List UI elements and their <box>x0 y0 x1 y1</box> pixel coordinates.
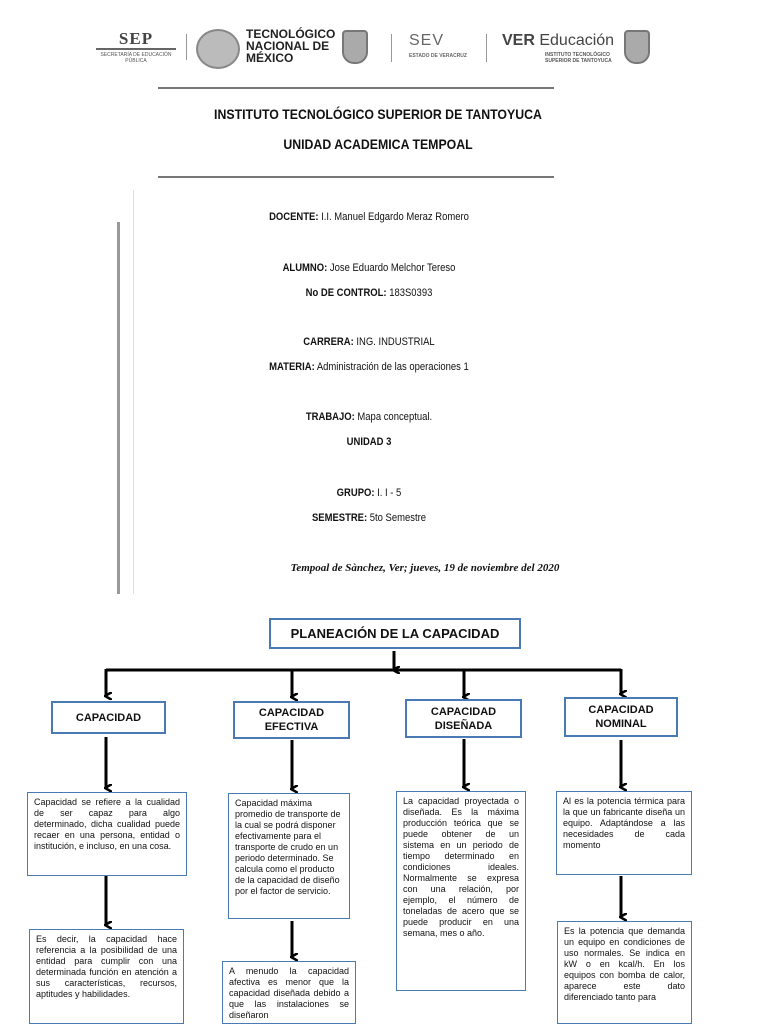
map-title-box: PLANEACIÓN DE LA CAPACIDAD <box>269 618 521 649</box>
tecnm-logo: TECNOLÓGICO NACIONAL DE MÉXICO <box>246 28 335 64</box>
semestre-label: SEMESTRE: <box>311 512 368 524</box>
itst-line-2: SUPERIOR DE TANTOYUCA <box>545 58 612 64</box>
sep-logo-text: SEP <box>96 30 176 50</box>
sep-logo: SEP SECRETARÍA DE EDUCACIÓN PÚBLICA <box>96 30 176 64</box>
docente-label: DOCENTE: <box>269 211 319 223</box>
unit-title: UNIDAD ACADEMICA TEMPOAL <box>283 136 473 152</box>
place-date: Tempoal de Sànchez, Ver; jueves, 19 de n… <box>290 562 560 574</box>
concept-capacidad-nominal: CAPACIDAD NOMINAL <box>564 697 678 737</box>
capacidad-disenada-description: La capacidad proyectada o diseñada. Es l… <box>396 791 526 991</box>
capacidad-note: Es decir, la capacidad hace referencia a… <box>29 929 184 1024</box>
alumno-value: Jose Eduardo Melchor Tereso <box>327 262 456 274</box>
materia-line: MATERIA: Administración de las operacion… <box>52 361 687 373</box>
capacidad-description: Capacidad se refiere a la cualidad de se… <box>27 792 187 876</box>
ver-educacion-logo: VER Educación INSTITUTO TECNOLÓGICO SUPE… <box>502 32 614 64</box>
control-line: No DE CONTROL: 183S0393 <box>52 287 687 299</box>
concept-capacidad: CAPACIDAD <box>51 701 166 734</box>
concept-capacidad-disenada: CAPACIDAD DISEÑADA <box>405 699 522 738</box>
capacidad-efectiva-description: Capacidad máxima promedio de transporte … <box>228 793 350 919</box>
sep-logo-subtitle: SECRETARÍA DE EDUCACIÓN PÚBLICA <box>100 52 172 64</box>
carrera-line: CARRERA: ING. INDUSTRIAL <box>52 336 687 348</box>
capacidad-nominal-description: Al es la potencia térmica para la que un… <box>556 791 692 875</box>
unidad-label: UNIDAD 3 <box>346 436 392 448</box>
alumno-label: ALUMNO: <box>282 262 328 274</box>
header-rule-bottom <box>158 176 554 178</box>
concept-capacidad-efectiva: CAPACIDAD EFECTIVA <box>233 701 350 739</box>
mexico-seal-icon <box>196 29 240 69</box>
educacion-logo-text: Educación <box>539 32 615 49</box>
itst-line-1: INSTITUTO TECNOLÓGICO <box>545 52 610 58</box>
tecnm-line-2: NACIONAL DE <box>246 39 330 53</box>
left-margin-bar <box>117 222 120 594</box>
left-margin-guide <box>133 190 134 594</box>
carrera-value: ING. INDUSTRIAL <box>353 336 435 348</box>
control-value: 183S0393 <box>386 287 433 299</box>
semestre-line: SEMESTRE: 5to Semestre <box>52 512 687 524</box>
grupo-label: GRUPO: <box>336 487 375 499</box>
grupo-value: I. I - 5 <box>374 487 402 499</box>
trabajo-line: TRABAJO: Mapa conceptual. <box>52 411 687 423</box>
sev-logo-text: SEV <box>409 32 445 49</box>
control-label: No DE CONTROL: <box>305 287 387 299</box>
capacidad-efectiva-note: A menudo la capacidad afectiva es menor … <box>222 961 356 1024</box>
tecnm-line-3: MÉXICO <box>246 51 294 65</box>
semestre-value: 5to Semestre <box>367 512 427 524</box>
sev-logo-subtitle: ESTADO DE VERACRUZ <box>409 53 467 59</box>
header-rule-top <box>158 87 554 89</box>
carrera-label: CARRERA: <box>303 336 354 348</box>
ver-logo-text: VER <box>502 32 535 49</box>
logo-divider <box>391 34 392 62</box>
trabajo-value: Mapa conceptual. <box>354 411 433 423</box>
tecnm-line-1: TECNOLÓGICO <box>246 27 336 41</box>
sev-logo: SEV ESTADO DE VERACRUZ <box>409 32 467 59</box>
trabajo-label: TRABAJO: <box>305 411 355 423</box>
itst-crest-icon <box>624 30 650 64</box>
unidad-line: UNIDAD 3 <box>52 436 687 448</box>
logo-divider <box>186 34 187 60</box>
materia-value: Administración de las operaciones 1 <box>314 361 469 373</box>
docente-line: DOCENTE: I.I. Manuel Edgardo Meraz Romer… <box>52 211 687 223</box>
logo-divider <box>486 34 487 62</box>
institute-title: INSTITUTO TECNOLÓGICO SUPERIOR DE TANTOY… <box>214 106 542 122</box>
alumno-line: ALUMNO: Jose Eduardo Melchor Tereso <box>52 262 687 274</box>
docente-value: I.I. Manuel Edgardo Meraz Romero <box>318 211 469 223</box>
veracruz-crest-icon <box>342 30 368 64</box>
capacidad-nominal-note: Es la potencia que demanda un equipo en … <box>557 921 692 1024</box>
materia-label: MATERIA: <box>269 361 315 373</box>
grupo-line: GRUPO: I. I - 5 <box>52 487 687 499</box>
